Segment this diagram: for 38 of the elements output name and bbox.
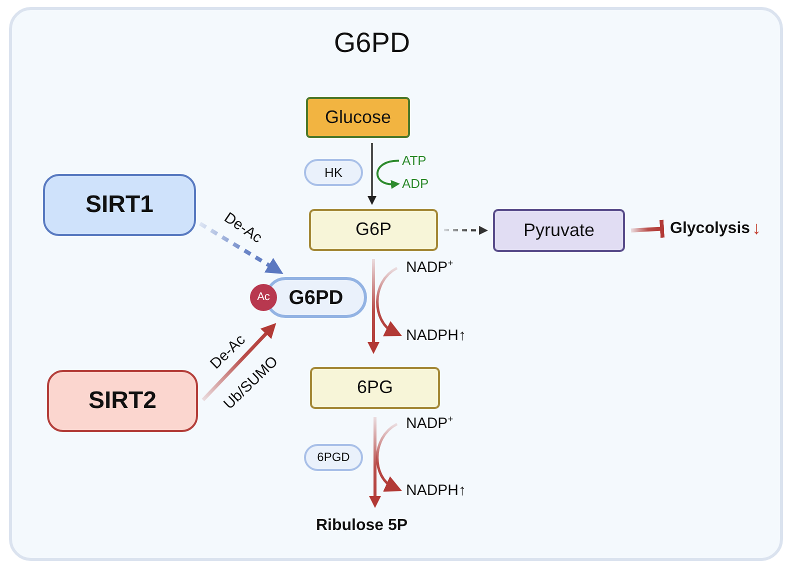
protein-box: [43, 174, 196, 236]
modification-label: Ac: [257, 290, 270, 304]
curved-arrow: [376, 422, 402, 492]
enzyme-tag: [304, 159, 363, 186]
node-label: SIRT1: [85, 190, 154, 220]
node-label: Pyruvate: [523, 220, 595, 242]
cofactor-label: NADPH↑: [406, 482, 466, 500]
node-label: 6PGD: [317, 450, 350, 465]
cofactor-label: NADP$^{+}$: [406, 259, 454, 277]
trend-arrow: ↓: [752, 218, 762, 240]
curved-arrow: [376, 160, 400, 189]
curved-arrow: [376, 266, 402, 338]
node-label: G6P: [355, 219, 392, 241]
arrow: [202, 322, 276, 402]
product-label: Ribulose 5P: [316, 516, 408, 536]
node-label: Glucose: [324, 106, 392, 128]
cofactor-label: ADP: [402, 176, 429, 192]
dashed-arrow: [444, 226, 488, 235]
cofactor-label: ATP: [402, 153, 426, 169]
arrow: [368, 143, 376, 205]
cofactor-label: NADP$^{+}$: [406, 415, 454, 433]
diagram-title: G6PD: [332, 27, 412, 59]
dashed-arrow: [198, 222, 284, 274]
protein-box: [47, 370, 198, 432]
metabolite-box: [309, 209, 438, 251]
node-label: HK: [324, 164, 343, 180]
pathway-label: Glycolysis: [670, 219, 750, 238]
node-label: G6PD: [288, 286, 344, 310]
node-label: SIRT2: [88, 386, 156, 416]
inhibition-line: [630, 220, 664, 238]
metabolite-box: [306, 97, 410, 138]
arrow: [369, 417, 381, 508]
arrow: [368, 259, 380, 354]
node-label: 6PG: [356, 377, 394, 399]
enzyme-tag: [304, 444, 363, 471]
cofactor-label: NADPH↑: [406, 327, 466, 345]
metabolite-box: [310, 367, 440, 409]
metabolite-box: [493, 209, 625, 252]
